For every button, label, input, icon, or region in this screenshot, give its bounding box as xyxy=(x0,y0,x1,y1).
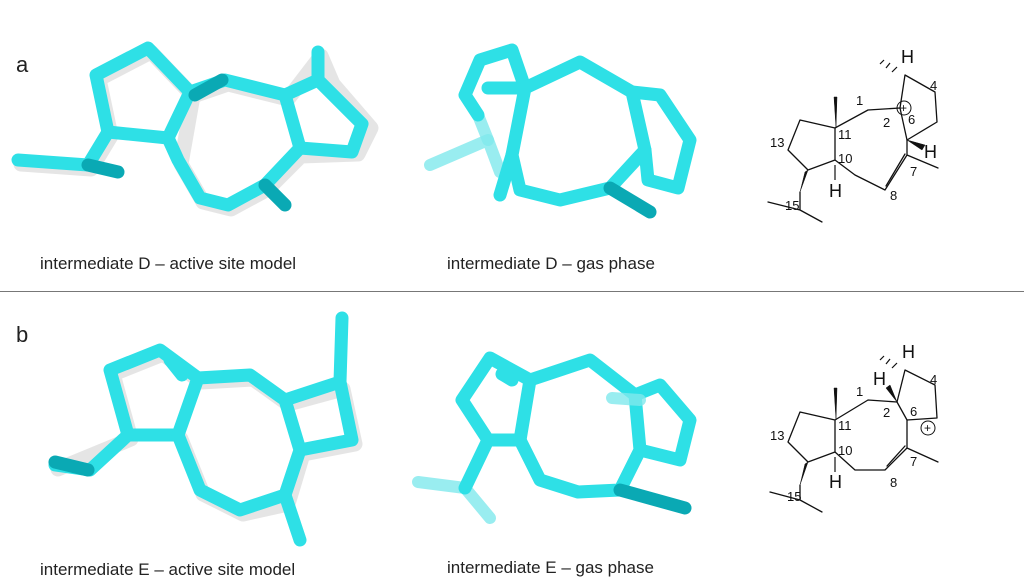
caption-e-gas-phase: intermediate E – gas phase xyxy=(447,558,654,577)
d-atom-15: 15 xyxy=(785,198,799,213)
e-atom-10: 10 xyxy=(838,443,852,458)
e-gas-eight-ring xyxy=(513,353,647,499)
d-h-top: H xyxy=(901,47,914,67)
e-atom-1: 1 xyxy=(856,384,863,399)
d-atom-1: 1 xyxy=(856,93,863,108)
d-right-ring xyxy=(278,73,369,159)
structure-e: H H H + 1 2 4 6 7 8 10 11 13 15 xyxy=(769,342,939,513)
d-atom-7: 7 xyxy=(910,164,917,179)
d-atom-8: 8 xyxy=(890,188,897,203)
caption-e-active-site: intermediate E – active site model xyxy=(40,560,296,579)
panel-label-b: b xyxy=(16,322,29,347)
d-charge: + xyxy=(900,101,907,115)
e-eight-ring xyxy=(171,368,307,517)
d-atom-11: 11 xyxy=(838,127,852,142)
e-charge: + xyxy=(924,421,931,435)
e-gas-small-ring xyxy=(455,351,537,447)
d-atom-6: 6 xyxy=(908,112,915,127)
e-h-top: H xyxy=(902,342,915,362)
d-atom-10: 10 xyxy=(838,151,852,166)
panel-divider xyxy=(0,291,1024,292)
d-atom-4: 4 xyxy=(930,78,937,93)
e-atom-2: 2 xyxy=(883,405,890,420)
model-d-active-site xyxy=(11,41,379,217)
e-atom-6: 6 xyxy=(910,404,917,419)
model-e-gas-phase xyxy=(412,351,697,524)
model-d-gas-phase xyxy=(424,43,697,219)
e-right-ring xyxy=(278,375,359,457)
d-gas-right-ring xyxy=(625,85,697,195)
e-atom-11: 11 xyxy=(838,418,852,433)
e-atom-15: 15 xyxy=(787,489,801,504)
d-atom-2: 2 xyxy=(883,115,890,130)
e-h-2: H xyxy=(873,369,886,389)
caption-d-gas-phase: intermediate D – gas phase xyxy=(447,254,655,273)
e-h-10: H xyxy=(829,472,842,492)
d-atom-13: 13 xyxy=(770,135,784,150)
e-atom-4: 4 xyxy=(930,372,937,387)
d-h-6: H xyxy=(924,142,937,162)
d-gas-eight-ring xyxy=(505,55,652,207)
e-atom-13: 13 xyxy=(770,428,784,443)
d-left-ring xyxy=(89,41,197,145)
caption-d-active-site: intermediate D – active site model xyxy=(40,254,297,273)
structure-d: H H H + 1 2 4 6 7 8 10 11 13 15 xyxy=(767,47,939,223)
model-e-active-site xyxy=(48,311,363,547)
d-h-10: H xyxy=(829,181,842,201)
e-atom-8: 8 xyxy=(890,475,897,490)
e-gas-right-ring xyxy=(628,378,697,467)
panel-label-a: a xyxy=(16,52,29,77)
e-atom-7: 7 xyxy=(910,454,917,469)
